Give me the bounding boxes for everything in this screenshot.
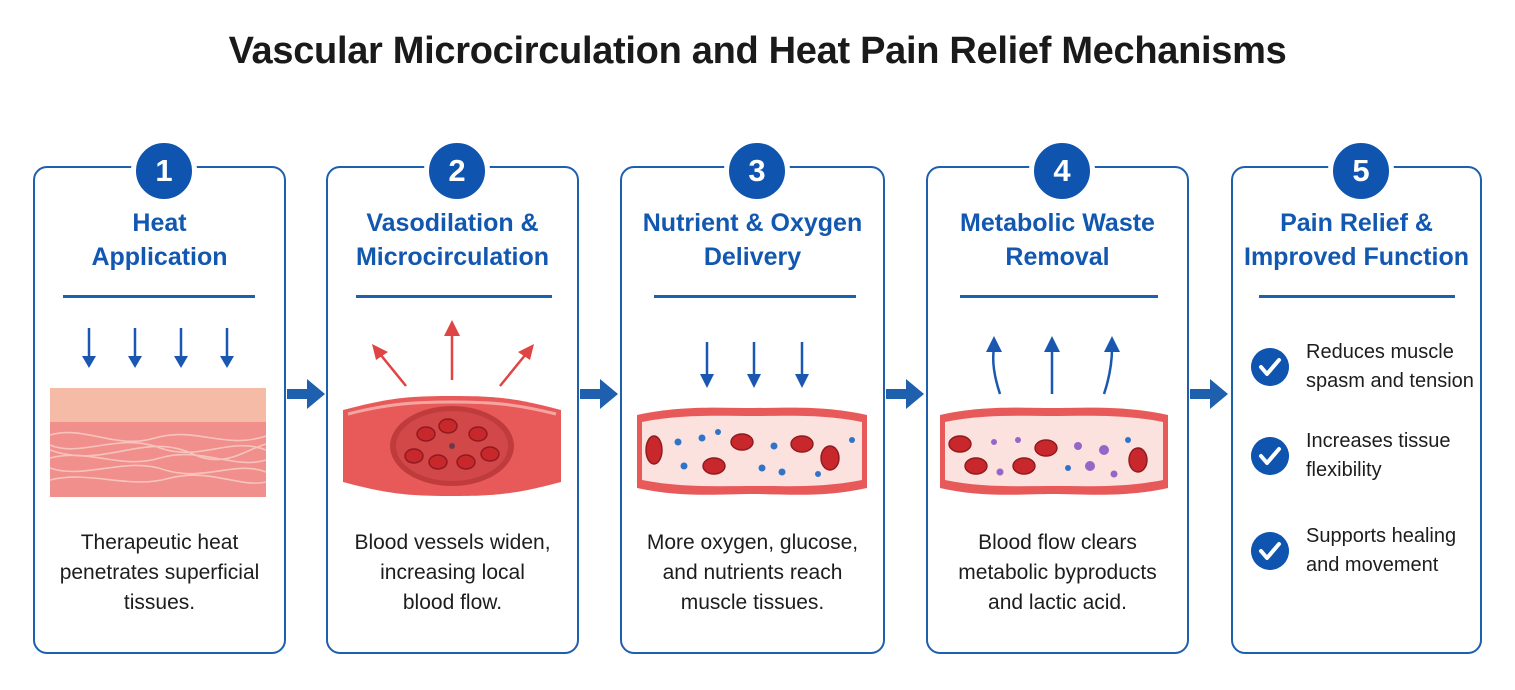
benefit-text: Supports healing and movement [1306,525,1457,576]
step-title: Vasodilation & Microcirculation [355,209,550,271]
step-number-badge: 2 [424,138,490,204]
step-number-badge: 4 [1029,138,1095,204]
step-description: More oxygen, glucose, and nutrients reac… [646,531,859,614]
flow-arrow-icon [580,379,618,409]
flow-arrow-icon [1190,379,1228,409]
step-title: Pain Relief & Improved Function [1244,209,1469,271]
step-title: Heat Application [91,209,228,271]
step-card-pain-relief: 5 Pain Relief & Improved Function Reduce… [1231,138,1482,654]
title-divider [960,295,1158,298]
dilated-vessel-icon [343,320,561,496]
step-card-heat-application: 1 Heat Application Therapeutic heat pene… [33,138,286,654]
step-description: Blood flow clears metabolic byproducts a… [958,531,1157,614]
step-number-badge: 5 [1328,138,1394,204]
step-description: Blood vessels widen, increasing local bl… [354,531,551,614]
benefit-item: Increases tissue flexibility [1251,427,1481,487]
flow-arrow-icon [287,379,325,409]
step-card-waste-removal: 4 Metabolic Waste Removal Blood flow cle… [926,138,1189,654]
step-description: Therapeutic heat penetrates superficial … [59,531,260,614]
step-title: Nutrient & Oxygen Delivery [642,209,863,271]
benefit-item: Reduces muscle spasm and tension [1251,338,1481,398]
step-number-badge: 3 [724,138,790,204]
flow-arrow-icon [886,379,924,409]
checkmark-icon [1251,532,1289,570]
title-divider [654,295,856,298]
benefit-item: Supports healing and movement [1251,522,1481,582]
title-divider [1259,295,1455,298]
checkmark-icon [1251,348,1289,386]
step-card-vasodilation: 2 Vasodilation & Microcirculation Blood … [326,138,579,654]
step-title: Metabolic Waste Removal [960,209,1155,271]
step-number-badge: 1 [131,138,197,204]
benefit-text: Reduces muscle spasm and tension [1306,341,1474,392]
nutrient-vessel-icon [637,342,867,495]
step-card-nutrient-delivery: 3 Nutrient & Oxygen Delivery More oxygen… [620,138,885,654]
waste-vessel-icon [940,336,1168,495]
benefit-text: Increases tissue flexibility [1306,430,1451,481]
page-title: Vascular Microcirculation and Heat Pain … [228,30,1287,72]
title-divider [356,295,552,298]
checkmark-icon [1251,437,1289,475]
title-divider [63,295,255,298]
skin-tissue-heat-icon [49,328,267,497]
